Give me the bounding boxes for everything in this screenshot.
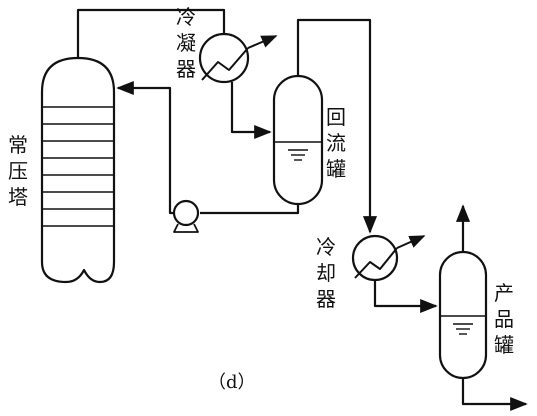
label-product-tank-1: 产 <box>494 281 514 305</box>
label-column-1: 常 <box>8 133 28 157</box>
label-reflux-drum-3: 罐 <box>326 157 346 181</box>
drum-bottom-line <box>200 204 300 215</box>
reflux-return-line <box>116 80 174 215</box>
cooled-product-line <box>373 280 438 314</box>
product-tank <box>438 250 488 380</box>
label-condenser-2: 凝 <box>176 31 196 55</box>
figure-caption: （d） <box>208 372 256 393</box>
atmospheric-column <box>40 56 116 284</box>
condensate-line <box>230 82 272 140</box>
label-column-3: 塔 <box>8 185 28 209</box>
reflux-pump <box>172 199 200 233</box>
drum-vent-line <box>296 18 378 234</box>
label-reflux-drum-2: 流 <box>326 131 346 155</box>
label-condenser-1: 冷 <box>176 5 196 29</box>
condenser-heat-exchanger-icon <box>198 32 250 84</box>
product-outlet-line <box>461 378 528 412</box>
label-condenser-3: 器 <box>176 57 196 81</box>
label-cooler-2: 却 <box>316 261 336 285</box>
cooler <box>351 234 426 282</box>
condenser <box>198 32 278 84</box>
label-column-2: 压 <box>8 159 28 183</box>
label-reflux-drum-1: 回 <box>326 105 346 129</box>
pump-icon <box>172 199 200 227</box>
overhead-vapor-line <box>76 8 226 58</box>
label-cooler-3: 器 <box>316 287 336 311</box>
column-trays <box>42 106 114 227</box>
label-product-tank-2: 品 <box>494 307 514 331</box>
label-product-tank-3: 罐 <box>494 333 514 357</box>
reflux-drum <box>272 74 324 206</box>
label-cooler-1: 冷 <box>316 235 336 259</box>
